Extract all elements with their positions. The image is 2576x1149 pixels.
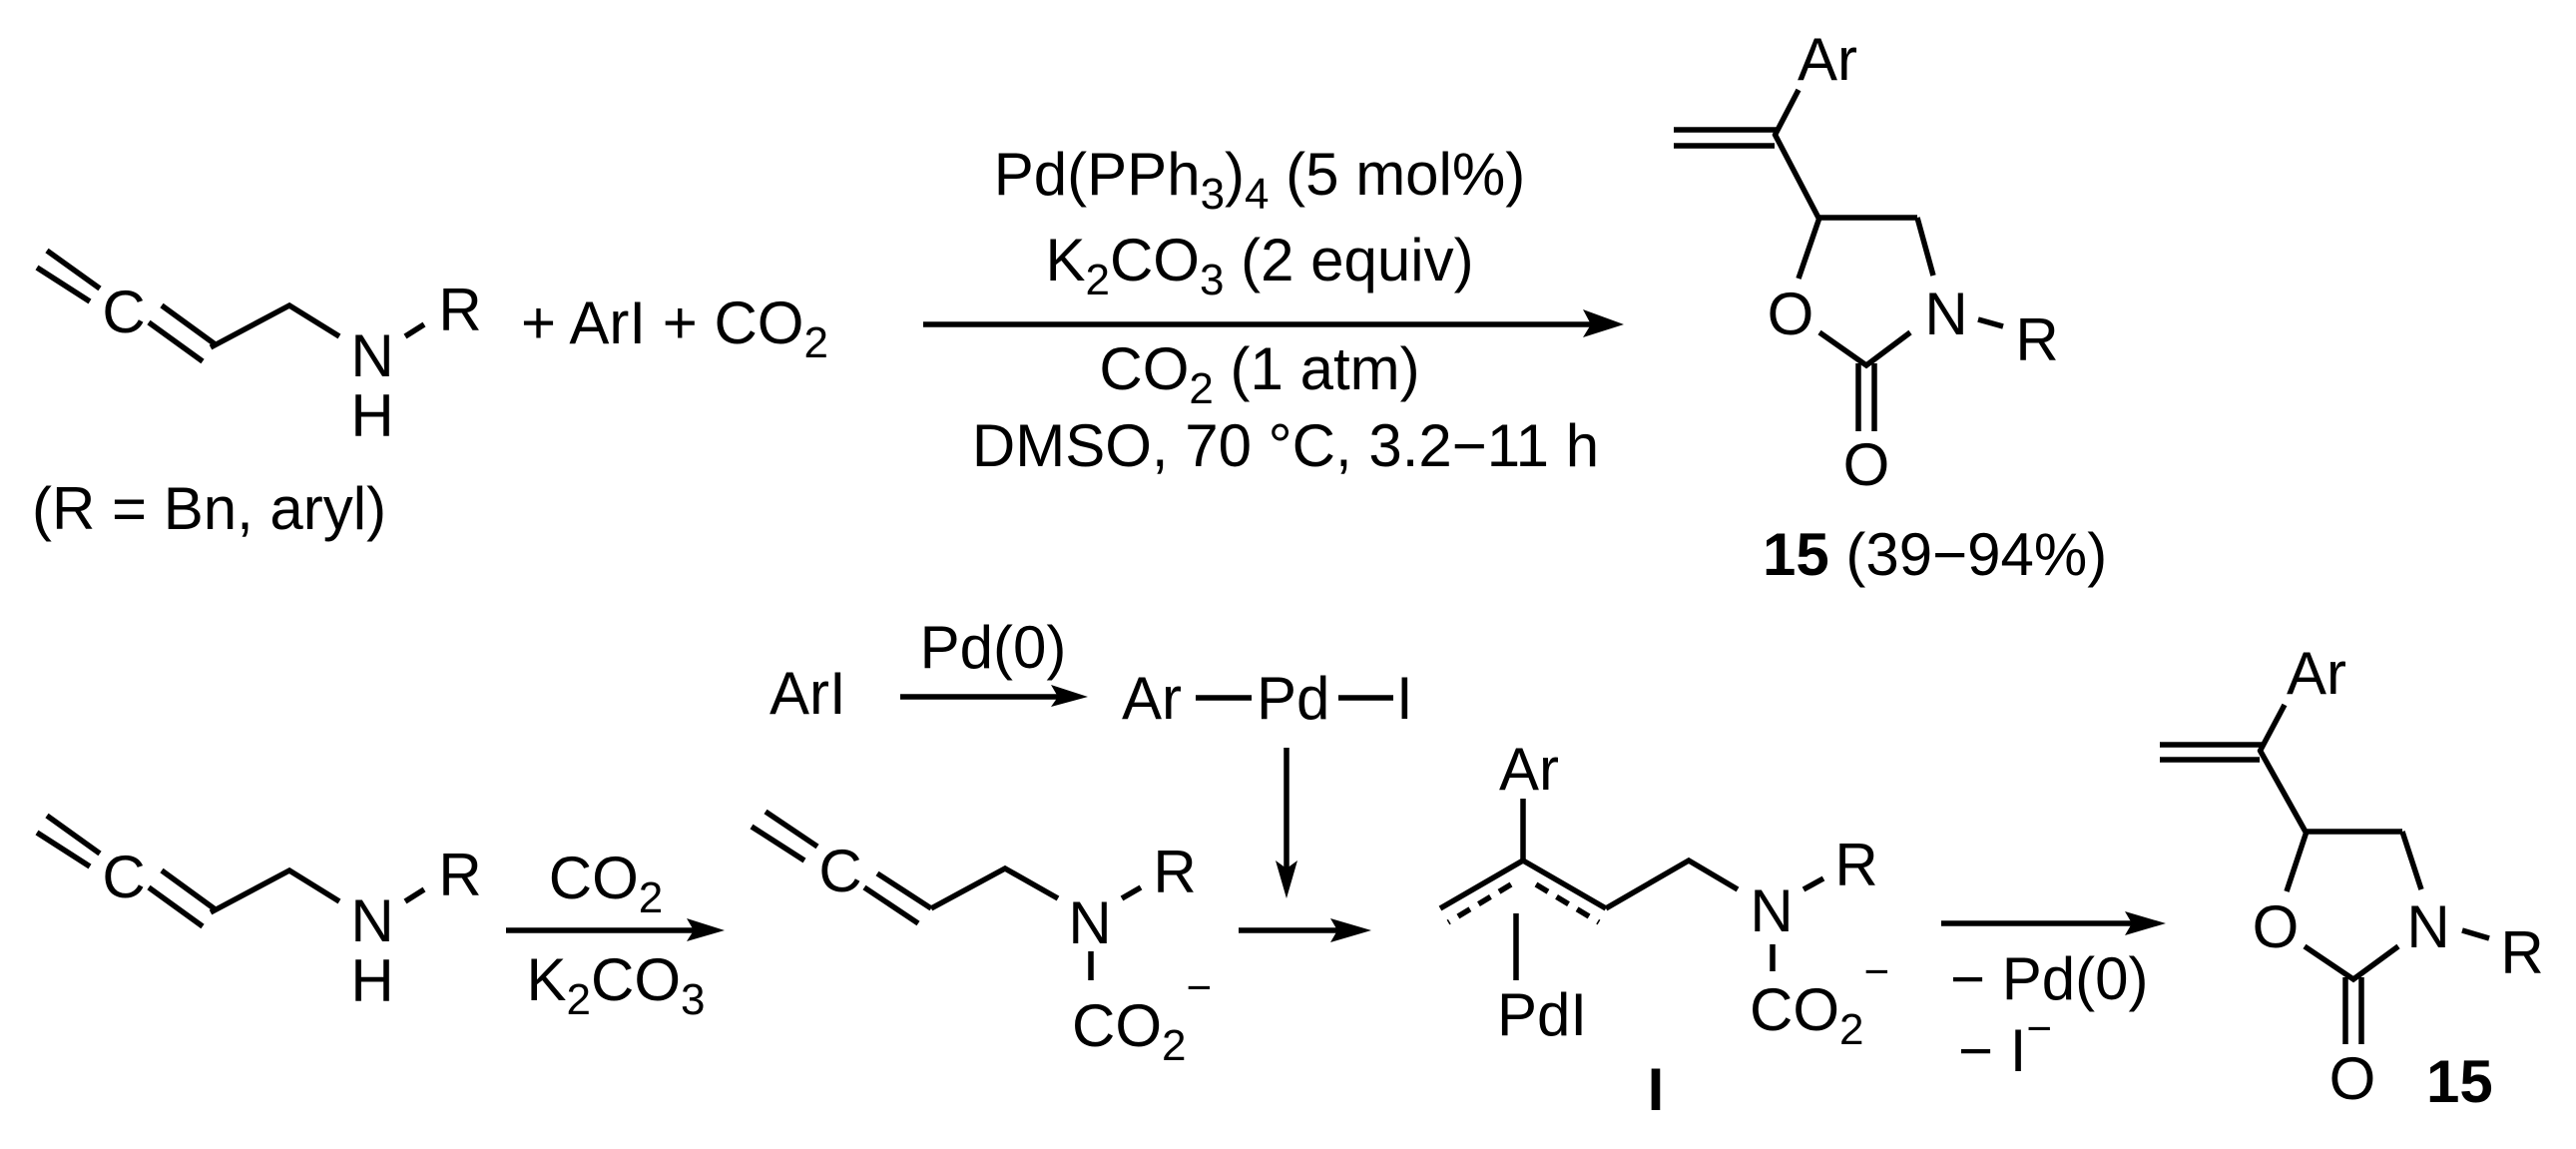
pi-allyl-palladium-intermediate: Ar N R CO2− PdI bbox=[1438, 736, 1889, 1054]
atom-ar: Ar bbox=[2287, 640, 2346, 707]
pd0-reagent: Pd(0) bbox=[920, 614, 1067, 681]
atom-pd: Pd bbox=[1257, 665, 1329, 732]
atom-n: N bbox=[1924, 281, 1967, 347]
atom-h: H bbox=[350, 947, 393, 1014]
carboxylate-group: CO2− bbox=[1750, 947, 1889, 1054]
atom-o-ring: O bbox=[2253, 893, 2300, 960]
reagents-text: + ArI + CO2 bbox=[521, 289, 828, 367]
k2co3-reagent: K2CO3 bbox=[527, 946, 706, 1024]
atom-r: R bbox=[1153, 839, 1196, 905]
arrow-to-intermediate bbox=[1239, 918, 1371, 942]
atom-ar: Ar bbox=[1798, 26, 1857, 93]
condition-co2: CO2 (1 atm) bbox=[1099, 335, 1419, 413]
aryl-iodide: ArI bbox=[770, 660, 846, 727]
product-label-yield: 15 (39−94%) bbox=[1763, 521, 2107, 588]
atom-ar: Ar bbox=[1122, 665, 1182, 732]
allenyl-amine-reactant: C N H R bbox=[35, 248, 482, 449]
atom-n: N bbox=[350, 887, 393, 954]
pdi-group: PdI bbox=[1497, 981, 1587, 1048]
carboxylate-group: CO2− bbox=[1072, 963, 1212, 1070]
elimination-iodide: − I− bbox=[1958, 1004, 2052, 1084]
atom-r: R bbox=[2500, 919, 2543, 986]
condition-catalyst: Pd(PPh3)4 (5 mol%) bbox=[994, 141, 1525, 219]
aryl-palladium-iodide: Ar Pd I bbox=[1122, 665, 1413, 732]
atom-n: N bbox=[2406, 893, 2449, 960]
allenyl-carbamate: C N R CO2− bbox=[750, 809, 1212, 1070]
carboxylation-arrow bbox=[506, 918, 725, 941]
allenyl-amine-mechanism: C N H R bbox=[35, 813, 482, 1014]
atom-o-carbonyl: O bbox=[2329, 1045, 2376, 1112]
co2-reagent: CO2 bbox=[549, 845, 663, 922]
atom-r: R bbox=[438, 842, 481, 908]
product-label: 15 bbox=[2426, 1048, 2493, 1115]
atom-n: N bbox=[350, 322, 393, 389]
atom-o-ring: O bbox=[1768, 281, 1814, 347]
atom-r: R bbox=[438, 277, 481, 343]
intermediate-label: I bbox=[1648, 1056, 1665, 1123]
oxidative-addition-arrow bbox=[900, 685, 1088, 707]
reaction-arrow-main bbox=[923, 309, 1624, 337]
atom-i: I bbox=[1396, 665, 1413, 732]
atom-c: C bbox=[102, 844, 145, 910]
condition-base: K2CO3 (2 equiv) bbox=[1045, 227, 1473, 304]
atom-ar: Ar bbox=[1499, 736, 1559, 803]
down-arrow bbox=[1276, 748, 1297, 898]
atom-r: R bbox=[2015, 306, 2058, 373]
atom-o-carbonyl: O bbox=[1843, 431, 1890, 498]
atom-n: N bbox=[1068, 889, 1111, 956]
cyclization-arrow bbox=[1941, 911, 2166, 935]
oxazolidinone-product-bottom: Ar O N R O bbox=[2160, 640, 2544, 1112]
atom-r: R bbox=[1834, 832, 1877, 898]
atom-c: C bbox=[818, 838, 861, 904]
atom-h: H bbox=[350, 382, 393, 449]
atom-n: N bbox=[1750, 877, 1793, 944]
elimination-pd0: − Pd(0) bbox=[1950, 945, 2148, 1012]
oxazolidinone-product-top: Ar O N R O bbox=[1674, 26, 2059, 498]
atom-c: C bbox=[102, 279, 145, 345]
condition-solvent: DMSO, 70 °C, 3.2−11 h bbox=[972, 412, 1599, 479]
reactant-note: (R = Bn, aryl) bbox=[32, 475, 386, 542]
